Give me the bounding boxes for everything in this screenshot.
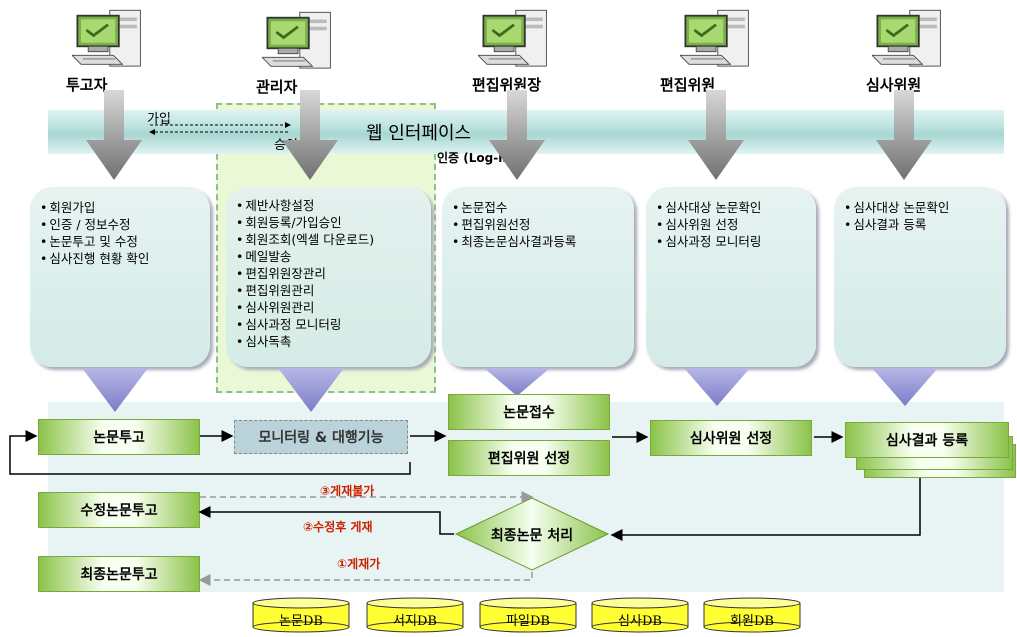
register-result-box: 심사결과 등록: [845, 422, 1009, 458]
paper-db-cylinder: 논문DB: [252, 597, 350, 633]
list-item: 회원등록/가입승인: [236, 214, 431, 231]
list-item: 편집위원장관리: [236, 265, 431, 282]
join-approve-arrows: [149, 122, 291, 135]
accept-label: ①게재가: [337, 557, 381, 571]
final-process-diamond: [454, 497, 610, 571]
list-item: 심사위원 선정: [656, 216, 816, 233]
review-db-cylinder: 심사DB: [591, 597, 689, 633]
actor-editor: 편집위원: [660, 76, 716, 94]
list-item: 메일발송: [236, 248, 431, 265]
file-db-label: 파일DB: [506, 614, 550, 629]
list-item: 회원가입: [40, 199, 210, 216]
list-item: 논문접수: [452, 199, 634, 216]
actor-admin: 관리자: [256, 78, 298, 96]
list-item: 심사대상 논문확인: [656, 199, 816, 216]
member-db-label: 회원DB: [730, 614, 774, 629]
list-item: 심사결과 등록: [844, 216, 1006, 233]
list-item: 심사위원관리: [236, 299, 431, 316]
author-panel: 회원가입 인증 / 정보수정 논문투고 및 수정 심사진행 현황 확인: [30, 187, 210, 367]
revise-submit-box: 수정논문투고: [38, 492, 200, 528]
reject-label: ③게재불가: [320, 484, 375, 498]
revise-accept-label: ②수정후 게재: [303, 520, 373, 534]
web-interface-title: 웹 인터페이스: [366, 123, 472, 144]
list-item: 심사과정 모니터링: [656, 233, 816, 250]
list-item: 논문투고 및 수정: [40, 233, 210, 250]
select-reviewer-box: 심사위원 선정: [650, 420, 812, 456]
login-label: 인증 (Log-in): [437, 151, 517, 165]
list-item: 편집위원선정: [452, 216, 634, 233]
paper-db-label: 논문DB: [279, 614, 323, 629]
list-item: 최종논문심사결과등록: [452, 233, 634, 250]
actor-author: 투고자: [66, 76, 108, 94]
bibliography-db-cylinder: 서지DB: [366, 597, 464, 633]
actor-reviewer: 심사위원: [866, 76, 922, 94]
actor-down-arrows: [86, 90, 932, 180]
list-item: 심사대상 논문확인: [844, 199, 1006, 216]
list-item: 회원조회(엑셀 다운로드): [236, 231, 431, 248]
submit-paper-box: 논문투고: [38, 419, 200, 455]
panel-down-arrows: [82, 368, 938, 412]
admin-panel: 제반사항설정 회원등록/가입승인 회원조회(엑셀 다운로드) 메일발송 편집위원…: [226, 187, 431, 367]
member-db-cylinder: 회원DB: [703, 597, 801, 633]
reviewer-panel: 심사대상 논문확인 심사결과 등록: [834, 187, 1006, 367]
bibliography-db-label: 서지DB: [393, 614, 437, 629]
final-process-label: 최종논문 처리: [490, 528, 574, 544]
file-db-cylinder: 파일DB: [479, 597, 577, 633]
monitoring-box: 모니터링 & 대행기능: [234, 420, 408, 454]
join-label: 가입: [147, 112, 171, 127]
list-item: 제반사항설정: [236, 197, 431, 214]
select-editor-box: 편집위원 선정: [448, 440, 610, 476]
receive-paper-box: 논문접수: [448, 394, 610, 430]
list-item: 심사진행 현황 확인: [40, 250, 210, 267]
chief-editor-panel: 논문접수 편집위원선정 최종논문심사결과등록: [442, 187, 634, 367]
list-item: 심사독촉: [236, 333, 431, 350]
list-item: 인증 / 정보수정: [40, 216, 210, 233]
editor-panel: 심사대상 논문확인 심사위원 선정 심사과정 모니터링: [646, 187, 816, 367]
list-item: 편집위원관리: [236, 282, 431, 299]
actor-chief-editor: 편집위원장: [472, 76, 542, 94]
list-item: 심사과정 모니터링: [236, 316, 431, 333]
review-db-label: 심사DB: [618, 614, 662, 629]
